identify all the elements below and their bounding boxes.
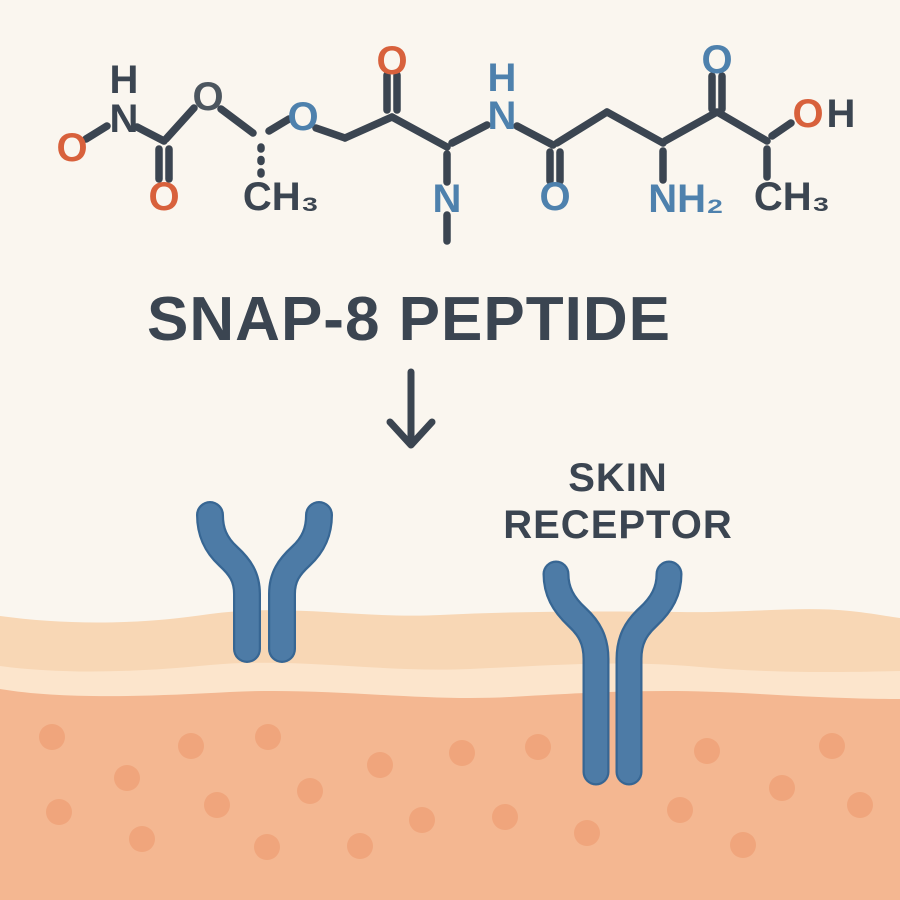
atom-label-H: H xyxy=(488,56,517,100)
bond xyxy=(265,115,293,135)
dermis-dot xyxy=(204,792,230,818)
atom-label-H: H xyxy=(827,92,856,136)
atom-label-N: N xyxy=(110,97,139,141)
receptor-left xyxy=(196,501,333,663)
receptor-right xyxy=(542,560,683,786)
atom-label-O: O xyxy=(192,75,223,119)
dermis-dot xyxy=(254,834,280,860)
bond xyxy=(603,108,667,147)
atom-label-O: O xyxy=(792,92,823,136)
dermis-dot xyxy=(667,797,693,823)
dermis-dot xyxy=(847,792,873,818)
atom-label-NH₂: NH₂ xyxy=(648,177,724,221)
dermis-dot xyxy=(297,778,323,804)
bond xyxy=(661,108,721,145)
bond xyxy=(82,122,111,143)
dermis-dot xyxy=(178,733,204,759)
skin-receptor-label-line1: SKIN xyxy=(568,456,668,500)
skin-receptor-label-line2: RECEPTOR xyxy=(503,503,733,547)
down-arrow-icon xyxy=(386,368,436,449)
bond xyxy=(133,123,168,145)
bond xyxy=(217,105,257,137)
atom-label-O: O xyxy=(148,175,179,219)
atom-label-O: O xyxy=(376,39,407,83)
bond xyxy=(341,113,396,142)
bond xyxy=(553,108,611,147)
atom-label-CH₃: CH₃ xyxy=(754,175,830,219)
atom-label-N: N xyxy=(433,177,462,221)
dermis-dot xyxy=(525,734,551,760)
dermis-dot xyxy=(367,752,393,778)
dermis-dot xyxy=(46,799,72,825)
atom-label-O: O xyxy=(539,175,570,219)
bond xyxy=(768,119,795,140)
dermis-dot xyxy=(819,733,845,759)
atom-label-O: O xyxy=(287,95,318,139)
atom-label-O: O xyxy=(701,38,732,82)
dermis-cells xyxy=(39,724,873,860)
dermis-dot xyxy=(255,724,281,750)
atom-label-H: H xyxy=(110,58,139,102)
bond xyxy=(312,124,349,142)
dermis-dot xyxy=(129,826,155,852)
dermis-dot xyxy=(574,820,600,846)
bond xyxy=(388,113,451,151)
dermis-dot xyxy=(347,833,373,859)
molecule-bonds xyxy=(82,71,795,245)
receptor-left-body xyxy=(198,503,331,661)
atom-label-N: N xyxy=(488,94,517,138)
skin-layer-dermis xyxy=(0,689,900,900)
bond xyxy=(448,121,491,147)
dermis-dot xyxy=(449,740,475,766)
dermis-dot xyxy=(114,765,140,791)
dermis-dot xyxy=(769,775,795,801)
atom-label-CH₃: CH₃ xyxy=(243,175,319,219)
bond xyxy=(162,104,198,143)
dermis-dot xyxy=(492,804,518,830)
dermis-dot xyxy=(730,832,756,858)
bond xyxy=(513,122,557,149)
bond xyxy=(715,109,771,145)
dermis-dot xyxy=(409,807,435,833)
page-title: SNAP-8 PEPTIDE xyxy=(147,285,671,354)
receptor-right-body xyxy=(544,562,681,784)
dermis-dot xyxy=(694,738,720,764)
skin-receptor-label: SKIN RECEPTOR xyxy=(468,455,768,549)
dermis-dot xyxy=(39,724,65,750)
atom-label-O: O xyxy=(56,126,87,170)
